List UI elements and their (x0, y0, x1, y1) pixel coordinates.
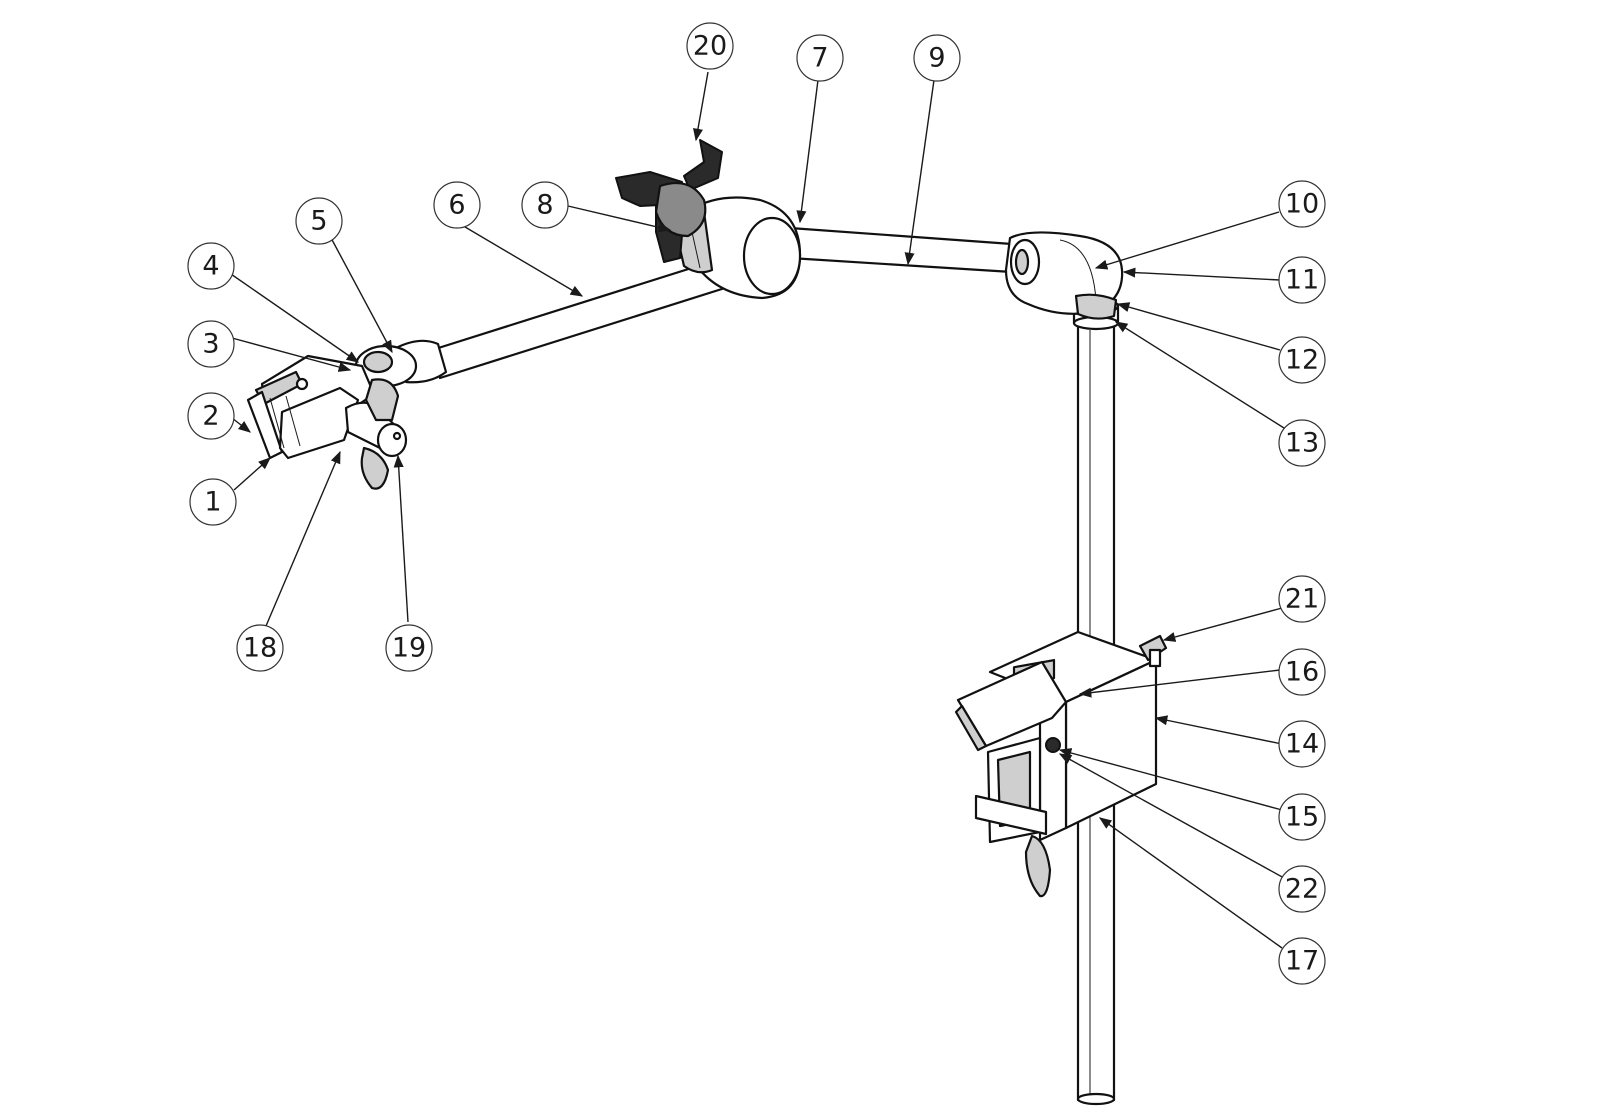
callout-5: 5 (295, 197, 343, 245)
arm-rod-9 (788, 226, 1014, 274)
svg-text:20: 20 (693, 31, 727, 62)
leader-21 (1162, 607, 1283, 642)
svg-text:19: 19 (392, 633, 426, 664)
svg-text:1: 1 (204, 487, 221, 518)
callout-6: 6 (433, 181, 481, 229)
leader-8 (567, 205, 672, 233)
svg-text:15: 15 (1285, 802, 1319, 833)
callout-13: 13 (1278, 419, 1326, 467)
leader-11 (1122, 267, 1281, 281)
callout-18: 18 (236, 624, 284, 672)
svg-text:12: 12 (1285, 345, 1319, 376)
callout-10: 10 (1278, 180, 1326, 228)
callout-14: 14 (1278, 720, 1326, 768)
callout-11: 11 (1278, 256, 1326, 304)
leader-7 (796, 79, 819, 224)
leader-19 (393, 454, 409, 623)
svg-text:22: 22 (1285, 874, 1319, 905)
leader-4 (227, 271, 360, 363)
svg-text:21: 21 (1285, 584, 1319, 615)
svg-text:14: 14 (1285, 729, 1319, 760)
wing-knob-20 (615, 139, 723, 263)
leader-1 (233, 457, 271, 491)
callout-9: 9 (913, 34, 961, 82)
leader-2 (231, 417, 251, 433)
callout-12: 12 (1278, 336, 1326, 384)
leader-16 (1078, 669, 1281, 698)
leader-12 (1116, 302, 1281, 351)
leader-15 (1058, 748, 1283, 811)
leader-18 (265, 450, 341, 627)
leader-14 (1154, 715, 1283, 745)
svg-text:17: 17 (1285, 946, 1319, 977)
leader-10 (1094, 211, 1280, 270)
leader-9 (904, 79, 935, 266)
callout-20: 20 (686, 22, 734, 70)
svg-text:8: 8 (536, 190, 553, 221)
svg-text:18: 18 (243, 633, 277, 664)
svg-text:5: 5 (310, 206, 327, 237)
svg-text:10: 10 (1285, 189, 1319, 220)
callout-7: 7 (796, 34, 844, 82)
callout-8: 8 (521, 181, 569, 229)
svg-text:13: 13 (1285, 428, 1319, 459)
leader-6 (459, 223, 584, 297)
leader-20 (693, 71, 709, 142)
leader-22 (1058, 753, 1285, 879)
callout-22: 22 (1278, 865, 1326, 913)
callout-3: 3 (187, 320, 235, 368)
callout-2: 2 (187, 392, 235, 440)
callout-16: 16 (1278, 648, 1326, 696)
svg-text:6: 6 (448, 190, 465, 221)
leader-5 (329, 235, 393, 354)
leader-13 (1114, 321, 1285, 429)
leader-17 (1098, 817, 1283, 949)
callout-19: 19 (385, 624, 433, 672)
wing-knob-19 (344, 378, 408, 490)
callout-21: 21 (1278, 575, 1326, 623)
svg-text:9: 9 (928, 43, 945, 74)
callout-1: 1 (189, 478, 237, 526)
svg-text:4: 4 (202, 251, 219, 282)
svg-text:11: 11 (1285, 265, 1319, 296)
elbow-joint (1004, 231, 1124, 320)
leader-3 (231, 337, 352, 372)
callout-17: 17 (1278, 937, 1326, 985)
leader-lines (227, 71, 1285, 949)
callout-15: 15 (1278, 793, 1326, 841)
svg-text:2: 2 (202, 401, 219, 432)
callouts: 1 2 3 4 5 6 7 8 9 10 11 (187, 22, 1326, 985)
block-clamp (954, 630, 1168, 898)
svg-text:3: 3 (202, 329, 219, 360)
svg-text:7: 7 (811, 43, 828, 74)
svg-text:16: 16 (1285, 657, 1319, 688)
callout-4: 4 (187, 242, 235, 290)
left-joint (354, 339, 448, 388)
